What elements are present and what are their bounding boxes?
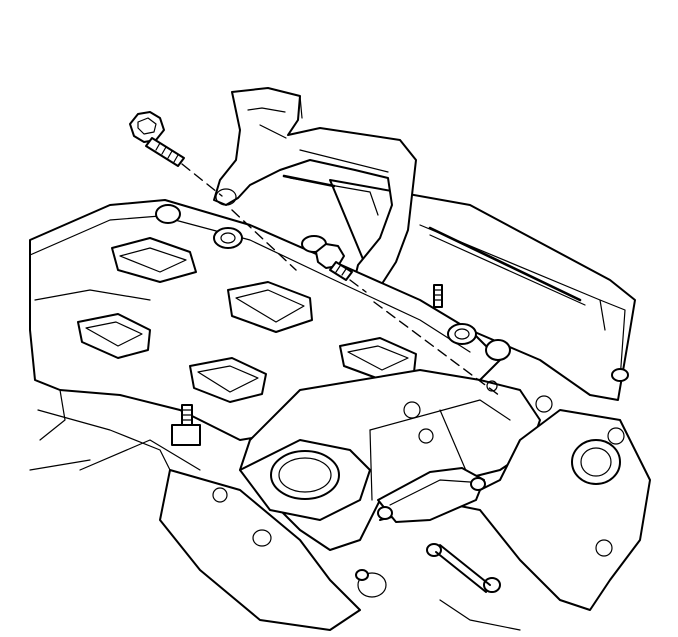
engine-block — [29, 395, 651, 631]
bracket-bolt — [129, 111, 185, 167]
nut-lower — [355, 323, 629, 593]
lifting-bracket — [213, 87, 417, 301]
bracket-bolt-dashline — [181, 163, 297, 271]
center-bolt-dashline — [349, 279, 501, 397]
coolant-outlet — [239, 439, 371, 521]
oil-dipstick-tube — [435, 544, 491, 593]
center-bolt — [315, 243, 353, 281]
intake-ports — [77, 237, 417, 403]
valve-cover-edge — [282, 174, 336, 188]
stud-right — [433, 284, 443, 308]
stud-left — [171, 404, 201, 446]
